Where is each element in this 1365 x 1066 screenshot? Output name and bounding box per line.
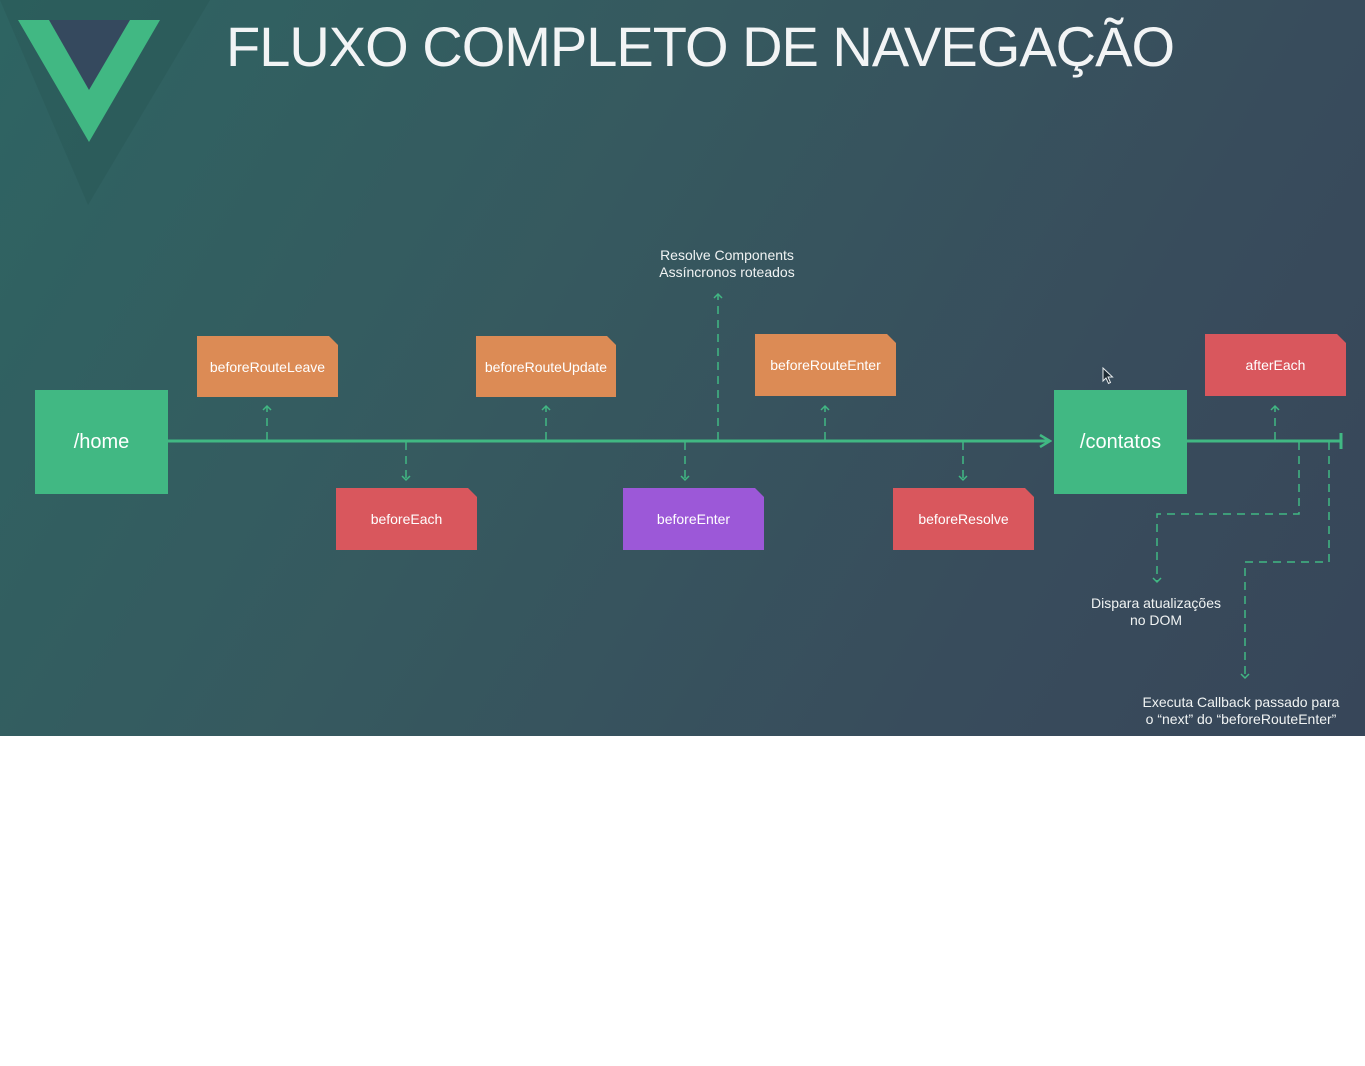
hook-label: beforeEnter xyxy=(656,511,731,527)
note-line: Assíncronos roteados xyxy=(659,264,795,280)
note-line: Executa Callback passado para xyxy=(1142,694,1340,710)
note-dom-update: Dispara atualizações no DOM xyxy=(1076,595,1236,629)
connector-execute-callback xyxy=(1240,442,1330,680)
hook-label: afterEach xyxy=(1245,357,1306,373)
route-home-label: /home xyxy=(73,430,130,453)
route-contatos: /contatos xyxy=(1054,390,1187,494)
note-line: Dispara atualizações xyxy=(1091,595,1221,611)
hook-before-resolve: beforeResolve xyxy=(893,488,1034,550)
mouse-cursor-icon xyxy=(1102,367,1114,385)
page-title: FLUXO COMPLETO DE NAVEGAÇÃO xyxy=(226,15,1175,78)
hook-before-route-leave: beforeRouteLeave xyxy=(197,336,338,397)
hook-before-route-update: beforeRouteUpdate xyxy=(476,336,616,397)
navigation-flow-slide: FLUXO COMPLETO DE NAVEGAÇÃO /hom xyxy=(0,0,1365,736)
hook-before-route-enter: beforeRouteEnter xyxy=(755,334,896,396)
note-line: o “next” do “beforeRouteEnter” xyxy=(1145,711,1337,727)
connector-dom-update xyxy=(1152,442,1300,584)
hook-after-each: afterEach xyxy=(1205,334,1346,396)
hook-label: beforeRouteLeave xyxy=(209,358,326,375)
route-home: /home xyxy=(35,390,168,494)
blank-area xyxy=(0,736,1365,1066)
note-line: Resolve Components xyxy=(660,247,794,263)
hook-before-enter: beforeEnter xyxy=(623,488,764,550)
flow-connectors xyxy=(168,292,1343,680)
hook-label: beforeRouteUpdate xyxy=(484,358,608,375)
route-contatos-label: /contatos xyxy=(1079,430,1162,453)
hook-label: beforeEach xyxy=(370,511,443,527)
note-execute-callback: Executa Callback passado para o “next” d… xyxy=(1128,694,1354,728)
hook-label: beforeResolve xyxy=(918,511,1009,527)
note-line: no DOM xyxy=(1129,612,1183,628)
vue-logo-inner xyxy=(49,20,130,90)
hook-label: beforeRouteEnter xyxy=(770,357,881,373)
vue-logo xyxy=(0,0,210,205)
note-resolve-components: Resolve Components Assíncronos roteados xyxy=(647,247,807,281)
hook-before-each: beforeEach xyxy=(336,488,477,550)
